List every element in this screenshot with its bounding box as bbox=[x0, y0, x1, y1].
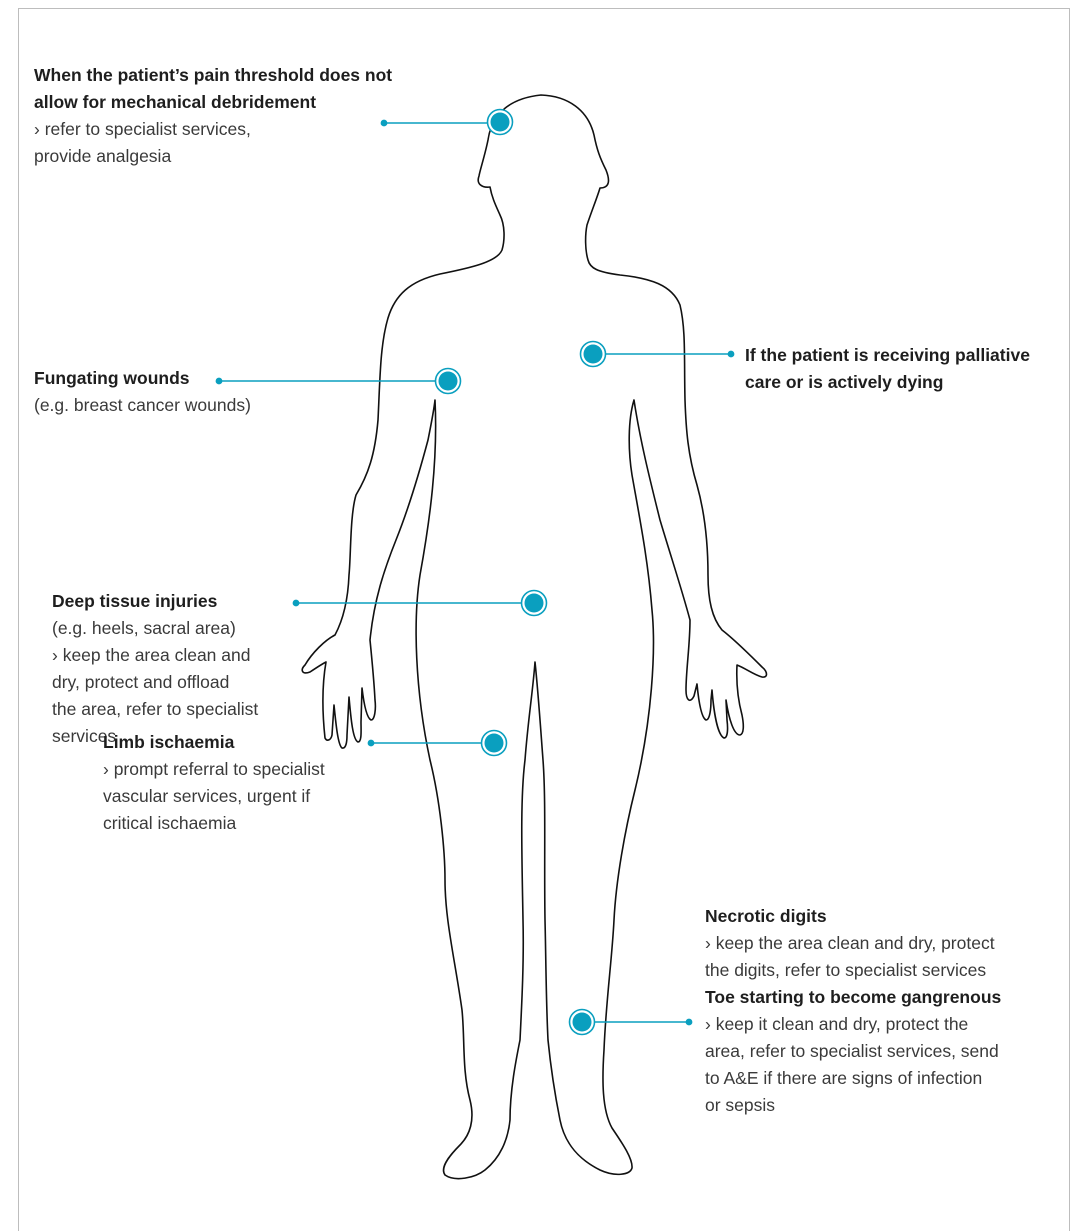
annotation-digits-body: › keep the area clean and dry, protect t… bbox=[705, 930, 1055, 984]
connector-toe-end bbox=[686, 1019, 691, 1024]
annotation-toe-title: Toe starting to become gangrenous bbox=[705, 984, 1055, 1011]
annotation-leg: Limb ischaemia › prompt referral to spec… bbox=[103, 729, 383, 837]
annotation-chest-title: If the patient is receiving palliative c… bbox=[745, 342, 1065, 396]
marker-toe bbox=[570, 1010, 595, 1035]
annotation-digits: Necrotic digits › keep the area clean an… bbox=[705, 903, 1055, 984]
marker-leg bbox=[482, 731, 507, 756]
marker-head bbox=[488, 110, 513, 135]
annotation-head-title: When the patient’s pain threshold does n… bbox=[34, 62, 404, 116]
annotation-toe: Toe starting to become gangrenous › keep… bbox=[705, 984, 1055, 1119]
annotation-digits-title: Necrotic digits bbox=[705, 903, 1055, 930]
annotation-toe-body: › keep it clean and dry, protect the are… bbox=[705, 1011, 1055, 1119]
marker-arm bbox=[436, 369, 461, 394]
annotation-sacral-title: Deep tissue injuries bbox=[52, 588, 302, 615]
annotation-arm-title: Fungating wounds bbox=[34, 365, 314, 392]
annotation-leg-title: Limb ischaemia bbox=[103, 729, 383, 756]
marker-sacral bbox=[522, 591, 547, 616]
marker-chest bbox=[581, 342, 606, 367]
body-outline bbox=[302, 95, 766, 1179]
annotation-arm: Fungating wounds (e.g. breast cancer wou… bbox=[34, 365, 314, 419]
markers bbox=[436, 110, 606, 1035]
annotation-arm-note: (e.g. breast cancer wounds) bbox=[34, 392, 314, 419]
annotation-sacral-note: (e.g. heels, sacral area) bbox=[52, 615, 302, 642]
annotation-head: When the patient’s pain threshold does n… bbox=[34, 62, 404, 170]
annotation-head-body: › refer to specialist services, provide … bbox=[34, 116, 404, 170]
connector-chest-end bbox=[728, 351, 733, 356]
connectors bbox=[216, 120, 733, 1024]
annotation-chest: If the patient is receiving palliative c… bbox=[745, 342, 1065, 396]
annotation-sacral: Deep tissue injuries (e.g. heels, sacral… bbox=[52, 588, 302, 750]
annotation-leg-body: › prompt referral to specialist vascular… bbox=[103, 756, 383, 837]
